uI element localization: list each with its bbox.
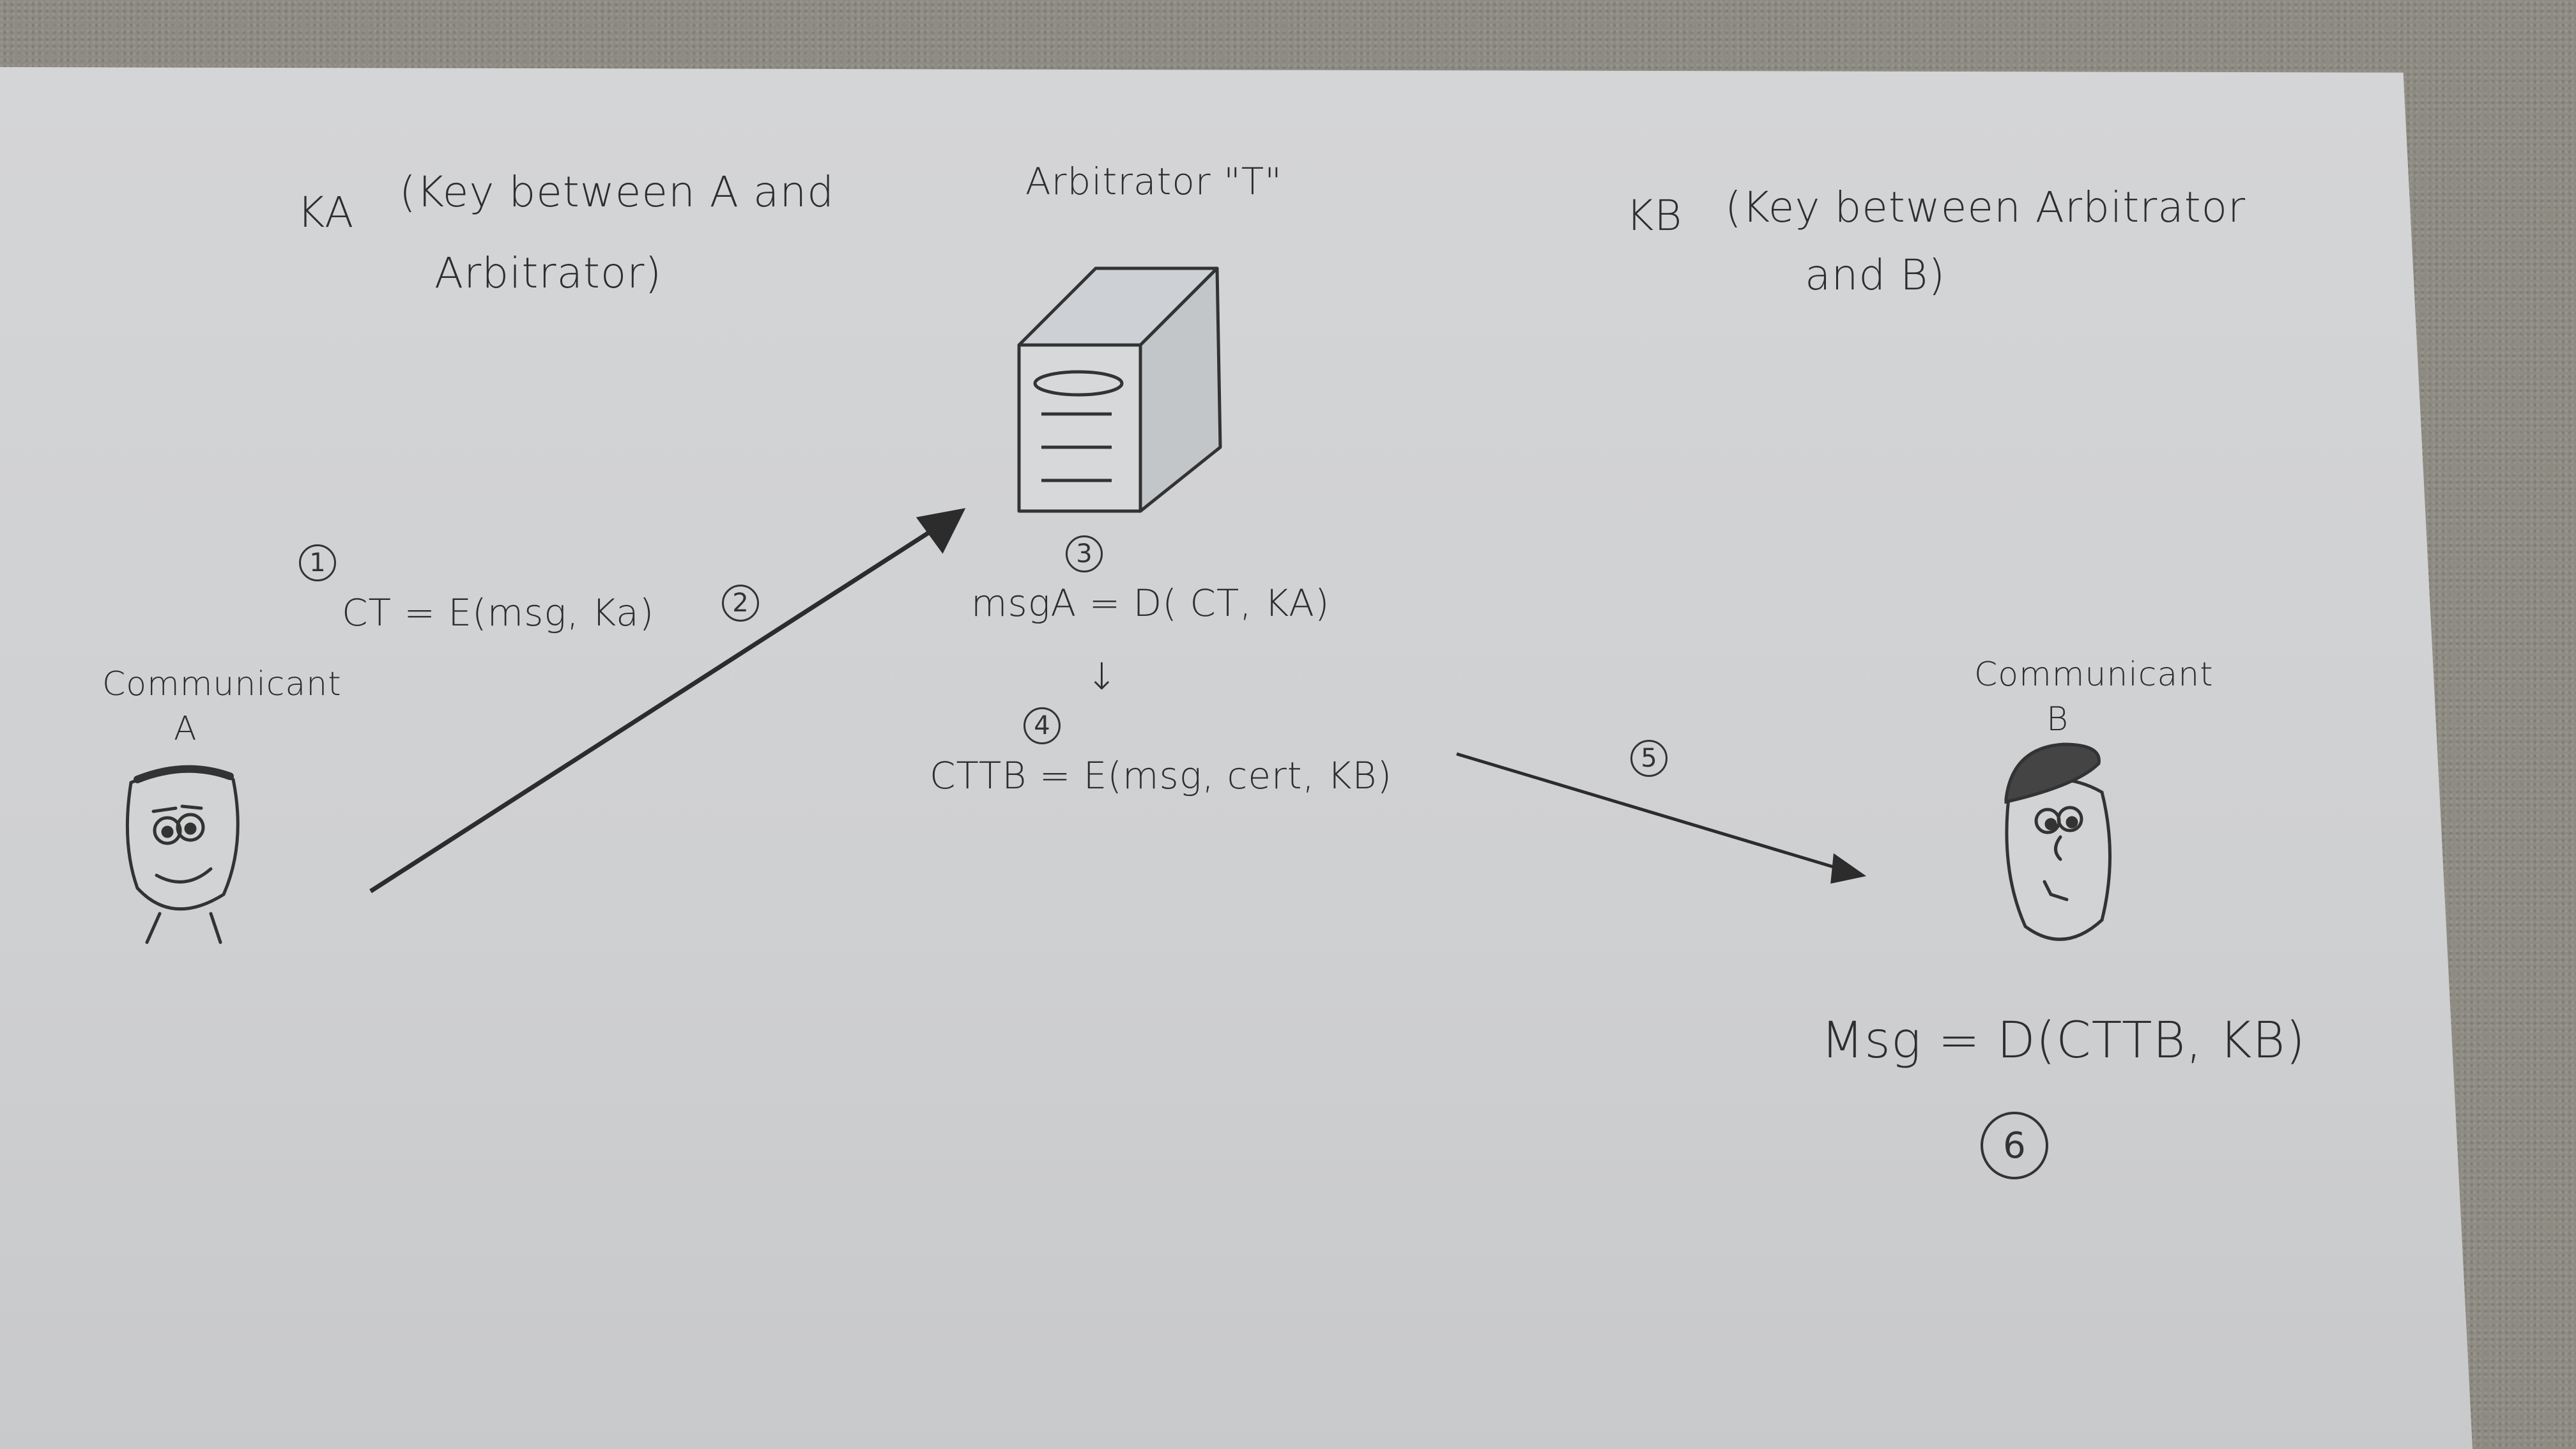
- key-b-symbol: KB: [1626, 191, 1683, 240]
- step-3-formula: msgA = D( CT, KA): [971, 581, 1330, 625]
- communicant-b-label: Communicant: [1974, 656, 2214, 694]
- step-1-formula: CT = E(msg, Ka): [342, 591, 655, 634]
- flow-down-arrow: ↓: [1086, 655, 1118, 698]
- communicant-b-letter: B: [2046, 700, 2069, 739]
- step-5-marker: 5: [1630, 740, 1667, 777]
- key-a-symbol: KA: [297, 188, 355, 237]
- key-a-description-line1: (Key between A and: [399, 167, 835, 217]
- communicant-b-avatar: [2004, 742, 2112, 941]
- communicant-a-avatar: [125, 765, 240, 944]
- step-1-marker: 1: [299, 544, 336, 581]
- step-4-formula: CTTB = E(msg, cert, KB): [930, 754, 1393, 797]
- communicant-a-letter: A: [174, 710, 197, 748]
- step-6-marker: 6: [1981, 1112, 2048, 1179]
- key-a-description-line2: Arbitrator): [434, 249, 663, 298]
- arbitrator-label: Arbitrator "T": [1025, 160, 1282, 203]
- server-icon: [1017, 266, 1222, 513]
- key-b-description-line2: and B): [1805, 250, 1946, 300]
- communicant-a-label: Communicant: [102, 665, 342, 703]
- step-2-marker: 2: [722, 585, 759, 622]
- arrow-a-to-arbitrator: [369, 508, 966, 893]
- step-6-formula: Msg = D(CTTB, KB): [1821, 1012, 2306, 1070]
- key-b-description-line1: (Key between Arbitrator: [1725, 183, 2246, 232]
- step-3-marker: 3: [1066, 535, 1103, 572]
- arrow-arbitrator-to-b: [1456, 752, 1867, 884]
- step-4-marker: 4: [1023, 707, 1061, 744]
